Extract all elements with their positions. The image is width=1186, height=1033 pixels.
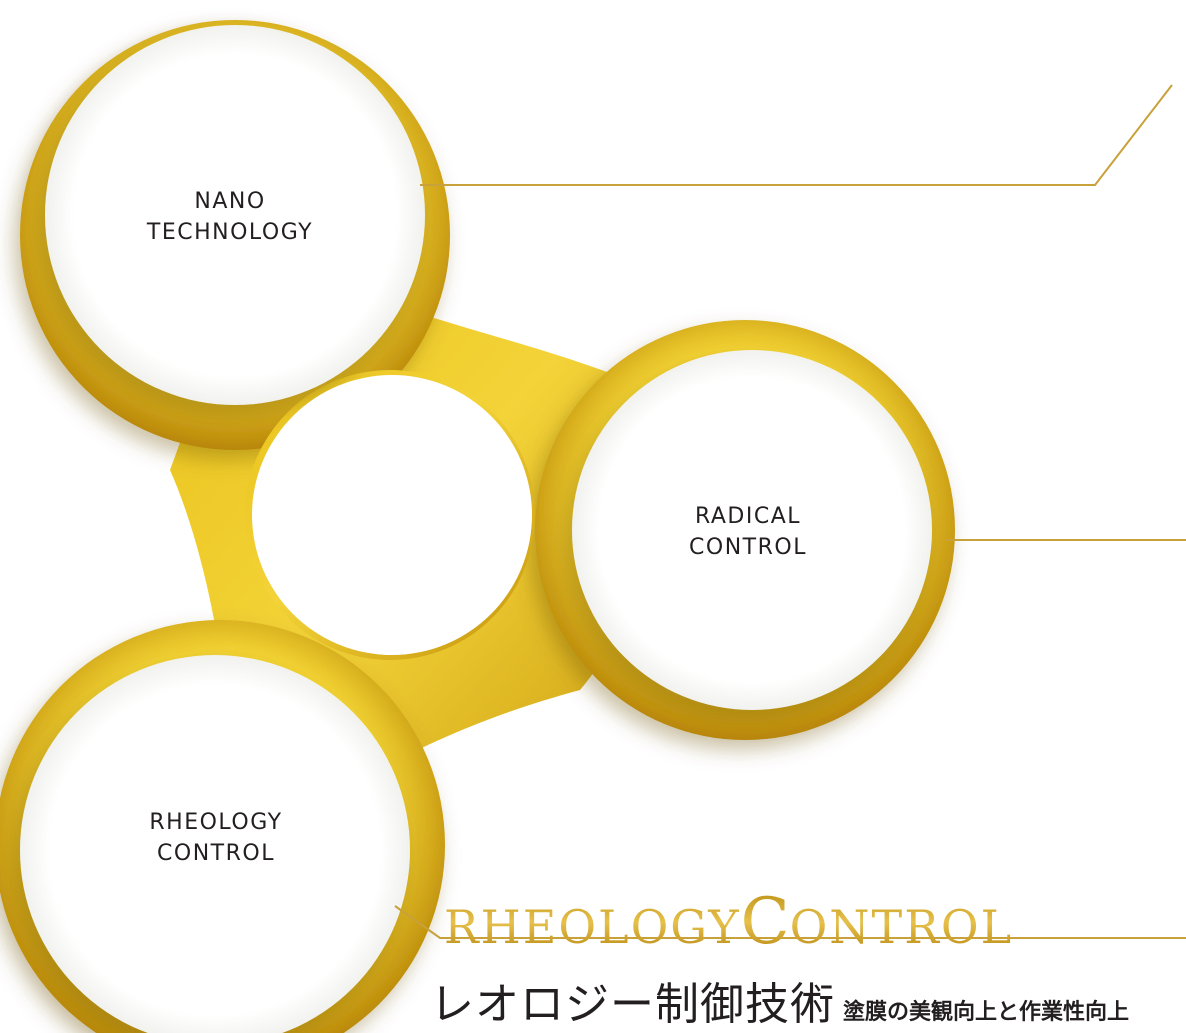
nano-technology-circle bbox=[45, 25, 425, 405]
rheology-control-label: RHEOLOGY CONTROL bbox=[96, 808, 336, 870]
radical-control-label: RADICAL CONTROL bbox=[628, 502, 868, 564]
center-hole-circle bbox=[252, 375, 532, 655]
rheology-connector-line bbox=[394, 905, 1186, 939]
subtitle-row: レオロジー制御技術塗膜の美観向上と作業性向上 bbox=[430, 968, 1184, 1032]
nano-label-line1: NANO bbox=[194, 189, 266, 214]
radical-label-line2: CONTROL bbox=[689, 534, 807, 560]
rheology-control-circle bbox=[20, 655, 410, 1033]
jp-description: 塗膜の美観向上と作業性向上 bbox=[843, 1000, 1130, 1025]
nano-connector-line bbox=[420, 84, 1173, 186]
rheology-label-line1: RHEOLOGY bbox=[149, 810, 283, 835]
radical-label-line1: RADICAL bbox=[694, 504, 802, 529]
jp-heading: レオロジー制御技術 bbox=[430, 979, 835, 1030]
nano-label-line2: TECHNOLOGY bbox=[146, 219, 314, 245]
radical-control-circle bbox=[572, 350, 932, 710]
rheology-label-line2: CONTROL bbox=[157, 840, 275, 866]
title-part1: RHEOLOGY bbox=[444, 900, 741, 954]
title-cap: C bbox=[740, 885, 790, 959]
section-title: RHEOLOGYCONTROL bbox=[444, 885, 1184, 959]
title-part2: ONTROL bbox=[789, 900, 1014, 954]
nano-technology-label: NANO TECHNOLOGY bbox=[110, 187, 350, 249]
